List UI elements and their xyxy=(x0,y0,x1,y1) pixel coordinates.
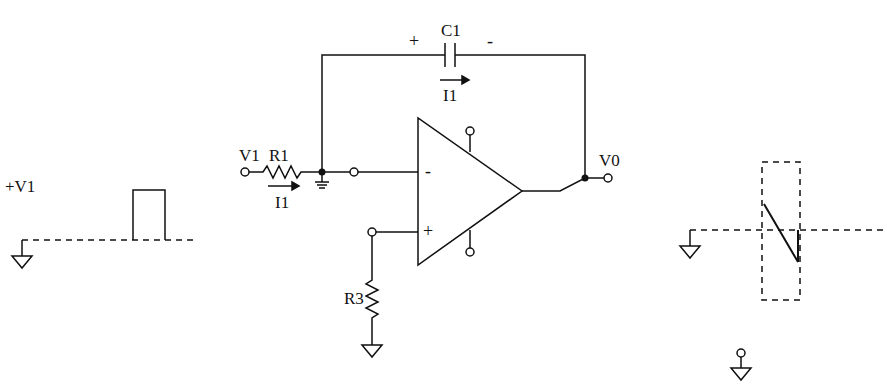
arrowhead xyxy=(292,182,299,190)
polarity-sign: + xyxy=(408,32,420,50)
input-terminal xyxy=(241,168,249,176)
ground-lead xyxy=(21,240,23,256)
baseline xyxy=(22,239,195,241)
current-name: I1 xyxy=(274,194,290,211)
arrowhead xyxy=(462,76,469,84)
wire xyxy=(358,171,418,173)
signal-name: +V1 xyxy=(4,178,36,195)
input-pulse xyxy=(133,190,165,240)
power-lead xyxy=(469,135,471,248)
power-terminal xyxy=(466,127,474,135)
baseline xyxy=(690,229,885,231)
opamp-triangle xyxy=(418,118,522,265)
guide-box xyxy=(762,162,800,300)
resistor-symbol xyxy=(249,166,350,178)
inverting-input-terminal xyxy=(350,168,358,176)
capacitor-symbol xyxy=(445,43,455,67)
polarity-sign: - xyxy=(486,32,494,50)
input-sign: + xyxy=(422,222,434,240)
ground-symbol xyxy=(731,368,751,380)
current-name: I1 xyxy=(442,87,458,104)
part-name: R1 xyxy=(268,147,290,164)
output-ramp xyxy=(764,204,798,262)
terminal-name: V0 xyxy=(598,152,621,169)
ground-terminal xyxy=(737,349,745,357)
ground-lead xyxy=(689,230,691,246)
ground-symbol xyxy=(680,246,700,258)
junction-dot xyxy=(582,175,589,182)
terminal-name: V1 xyxy=(238,147,261,164)
output-terminal xyxy=(604,174,612,182)
ground-lead xyxy=(740,357,742,368)
power-terminal xyxy=(466,248,474,256)
noninverting-terminal xyxy=(368,228,376,236)
wire xyxy=(376,231,418,233)
part-name: R3 xyxy=(343,290,365,307)
ground-symbol xyxy=(12,256,32,268)
ground-symbol xyxy=(362,345,382,357)
resistor-symbol xyxy=(366,236,378,345)
output-wire xyxy=(522,178,604,191)
feedback-wire xyxy=(322,55,585,178)
junction-dot xyxy=(319,169,326,176)
part-name: C1 xyxy=(440,22,462,39)
input-sign: - xyxy=(424,162,432,180)
